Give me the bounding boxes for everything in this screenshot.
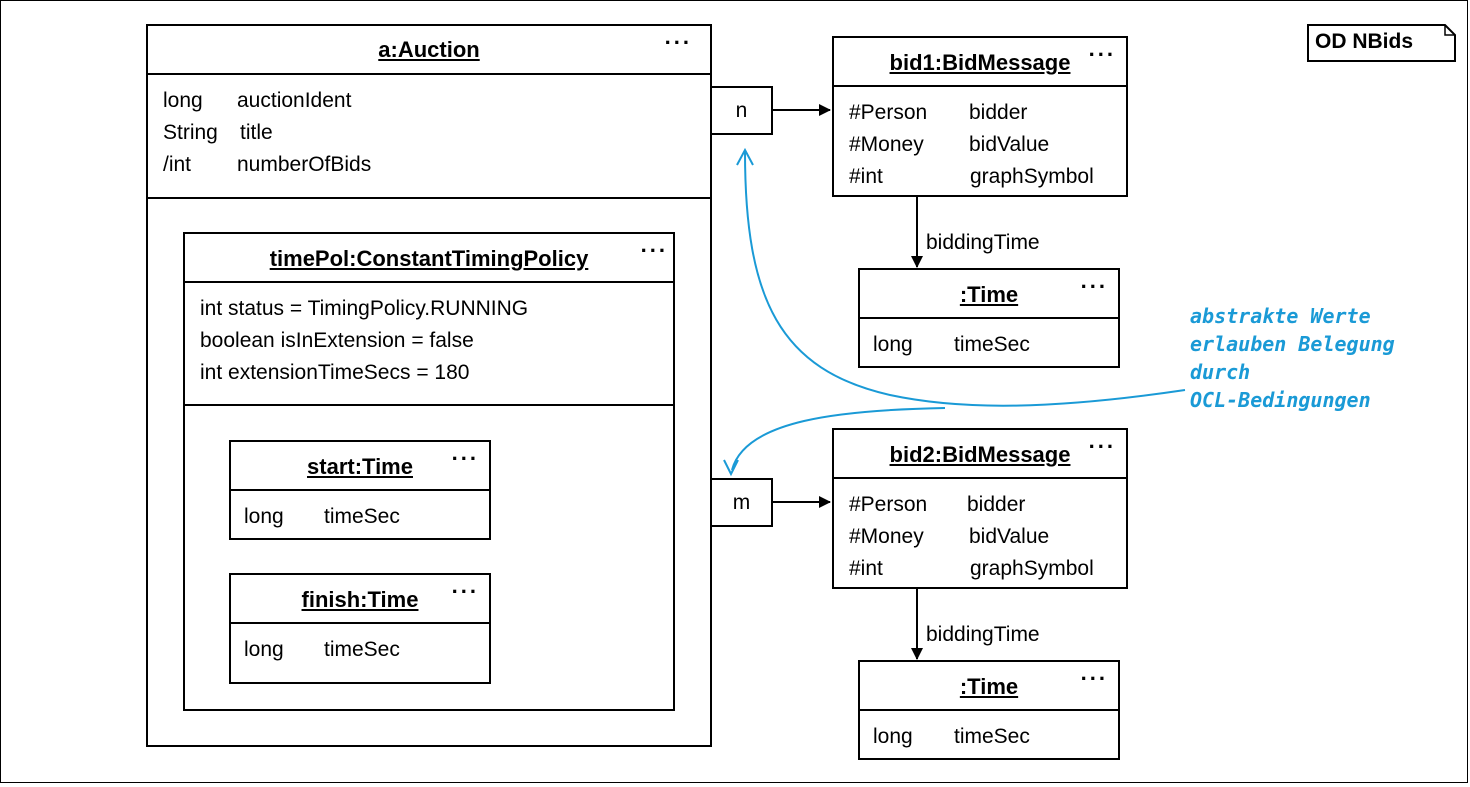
bid1-title: bid1:BidMessage xyxy=(889,50,1071,75)
attr-type: /int xyxy=(163,153,192,176)
start-time-title: start:Time xyxy=(307,454,413,479)
start-time-object: start:Time ... long timeSec xyxy=(229,440,491,540)
attr-type: long xyxy=(163,89,203,112)
attr-name: graphSymbol xyxy=(970,557,1094,580)
diagram-tag-label: OD NBids xyxy=(1315,30,1414,53)
attr-name: timeSec xyxy=(954,725,1030,748)
divider xyxy=(860,317,1118,319)
attr-type: long xyxy=(873,725,913,748)
attr-name: bidValue xyxy=(969,525,1050,548)
annotation-line: OCL-Bedingungen xyxy=(1190,388,1371,412)
more-icon: ... xyxy=(451,573,479,598)
divider xyxy=(834,477,1126,479)
attr-line: int status = TimingPolicy.RUNNING xyxy=(200,297,529,320)
note-shape-icon xyxy=(1307,24,1456,62)
attr-type: #int xyxy=(849,557,883,580)
more-icon: ... xyxy=(1080,268,1108,293)
attr-name: bidder xyxy=(967,493,1026,516)
qualifier-m: m xyxy=(710,478,773,527)
attr-type: long xyxy=(244,638,284,661)
time2-title: :Time xyxy=(959,674,1019,699)
attr-name: timeSec xyxy=(324,505,400,528)
attr-name: title xyxy=(240,121,273,144)
attr-name: graphSymbol xyxy=(970,165,1094,188)
auction-title: a:Auction xyxy=(378,37,480,62)
annotation-line: erlauben Belegung xyxy=(1190,332,1395,356)
more-icon: ... xyxy=(451,440,479,465)
more-icon: ... xyxy=(1088,428,1116,453)
attr-name: bidder xyxy=(969,101,1028,124)
annotation-arrowhead-m xyxy=(723,459,739,477)
attr-name: timeSec xyxy=(324,638,400,661)
attr-type: String xyxy=(163,121,218,144)
divider xyxy=(185,281,673,283)
more-icon: ... xyxy=(1088,36,1116,61)
attr-line: int extensionTimeSecs = 180 xyxy=(200,361,470,384)
annotation-curve-to-m xyxy=(731,407,946,471)
bid2-title: bid2:BidMessage xyxy=(889,442,1071,467)
annotation-arrowhead-n xyxy=(736,147,754,166)
attr-type: #Money xyxy=(849,133,924,156)
divider xyxy=(185,404,673,406)
attr-type: long xyxy=(244,505,284,528)
time2-object: :Time ... long timeSec xyxy=(858,660,1120,760)
time1-object: :Time ... long timeSec xyxy=(858,268,1120,368)
attr-name: auctionIdent xyxy=(237,89,352,112)
divider xyxy=(148,73,710,75)
more-icon: ... xyxy=(1080,660,1108,685)
divider xyxy=(834,85,1126,87)
annotation-line: durch xyxy=(1190,360,1251,384)
divider xyxy=(231,489,489,491)
attr-type: #Person xyxy=(849,101,928,124)
more-icon: ... xyxy=(640,232,668,257)
diagram-tag: OD NBids xyxy=(1307,24,1456,62)
annotation-curve-to-n xyxy=(744,151,1186,407)
attr-type: long xyxy=(873,333,913,356)
annotation-line: abstrakte Werte xyxy=(1190,304,1371,328)
attr-name: bidValue xyxy=(969,133,1050,156)
attr-type: #Person xyxy=(849,493,928,516)
bid2-object: bid2:BidMessage ... #Person bidder #Mone… xyxy=(832,428,1128,589)
time1-title: :Time xyxy=(959,282,1019,307)
association-label: biddingTime xyxy=(926,231,1040,254)
divider xyxy=(860,709,1118,711)
attr-name: timeSec xyxy=(954,333,1030,356)
finish-time-object: finish:Time ... long timeSec xyxy=(229,573,491,684)
qualifier-n: n xyxy=(710,86,773,135)
attr-name: numberOfBids xyxy=(237,153,372,176)
timing-policy-title: timePol:ConstantTimingPolicy xyxy=(269,246,589,271)
divider xyxy=(231,622,489,624)
bid1-object: bid1:BidMessage ... #Person bidder #Mone… xyxy=(832,36,1128,197)
attr-type: #int xyxy=(849,165,883,188)
association-label: biddingTime xyxy=(926,623,1040,646)
attr-line: boolean isInExtension = false xyxy=(200,329,474,352)
annotation-text: abstrakte Werte erlauben Belegung durch … xyxy=(1190,302,1395,414)
divider xyxy=(148,197,710,199)
attr-type: #Money xyxy=(849,525,924,548)
more-icon: ... xyxy=(664,24,692,49)
finish-time-title: finish:Time xyxy=(301,587,419,612)
